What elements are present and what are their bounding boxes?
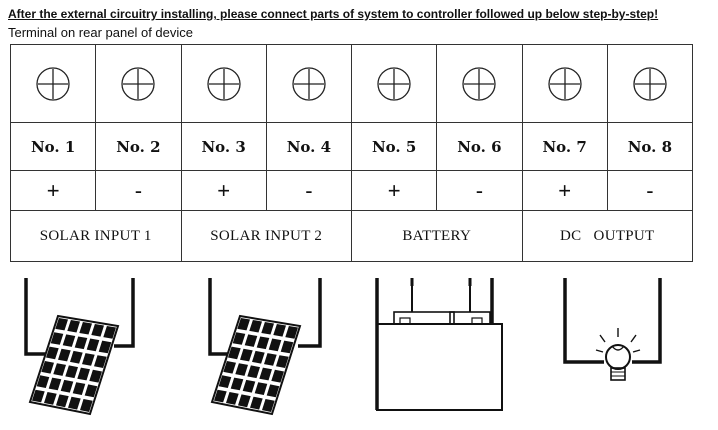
group-label-battery: BATTERY	[402, 227, 472, 244]
battery-icon	[375, 278, 503, 411]
polarity-sign: +	[46, 177, 60, 203]
screw-terminal-icon	[121, 66, 156, 101]
polarity-sign: +	[387, 177, 401, 203]
polarity-sign: -	[305, 177, 313, 203]
terminal-number: No. 8	[627, 137, 673, 156]
terminal-3-screw-icon	[182, 45, 267, 122]
screw-terminal-icon	[462, 66, 497, 101]
instruction-heading: After the external circuitry installing,…	[8, 7, 659, 21]
terminal-table: No. 1 No. 2 No. 3 No. 4 No. 5 No. 6 No. …	[10, 44, 693, 262]
terminal-7-screw-icon	[523, 45, 608, 122]
terminal-number: No. 4	[286, 137, 332, 156]
panel-subheading: Terminal on rear panel of device	[8, 25, 193, 40]
terminal-number: No. 3	[201, 137, 246, 156]
terminal-8-screw-icon	[608, 45, 692, 122]
terminal-number: No. 5	[371, 137, 417, 156]
terminal-number: No. 2	[116, 137, 161, 156]
light-bulb-icon	[595, 328, 641, 381]
terminal-number: No. 7	[542, 137, 587, 156]
screw-terminal-icon	[377, 66, 411, 101]
screw-terminal-icon	[36, 66, 70, 101]
terminal-2-screw-icon	[96, 45, 182, 122]
terminal-number: No. 1	[30, 137, 76, 156]
wiring-illustration	[24, 278, 662, 416]
terminal-1-screw-icon	[11, 45, 97, 122]
screw-terminal-icon	[206, 66, 241, 101]
screw-terminal-icon	[292, 66, 326, 101]
screw-terminal-icon	[633, 66, 667, 101]
number-row: No. 1 No. 2 No. 3 No. 4 No. 5 No. 6 No. …	[11, 123, 692, 171]
group-row: SOLAR INPUT 1 SOLAR INPUT 2 BATTERY DC O…	[11, 211, 692, 261]
dc-output-wiring	[563, 278, 662, 364]
polarity-sign: -	[475, 177, 484, 203]
group-label-dc-output: DC OUTPUT	[559, 227, 655, 244]
solar-panel-icon	[28, 314, 120, 416]
polarity-sign: -	[134, 177, 143, 203]
polarity-sign: -	[646, 177, 654, 203]
terminal-5-screw-icon	[352, 45, 438, 122]
group-label-solar-input-2: SOLAR INPUT 2	[210, 227, 323, 244]
group-label-solar-input-1: SOLAR INPUT 1	[39, 227, 152, 244]
terminal-number: No. 6	[457, 137, 502, 156]
solar-input-1-wiring	[24, 278, 135, 356]
solar-input-2-wiring	[208, 278, 322, 356]
polarity-sign: +	[217, 177, 231, 203]
screw-terminal-icon	[547, 66, 582, 101]
solar-panel-icon	[210, 314, 302, 416]
screw-row	[11, 45, 692, 123]
terminal-6-screw-icon	[437, 45, 523, 122]
polarity-sign: +	[558, 177, 572, 203]
terminal-4-screw-icon	[267, 45, 352, 122]
polarity-row: + - + - + - + -	[11, 171, 692, 211]
